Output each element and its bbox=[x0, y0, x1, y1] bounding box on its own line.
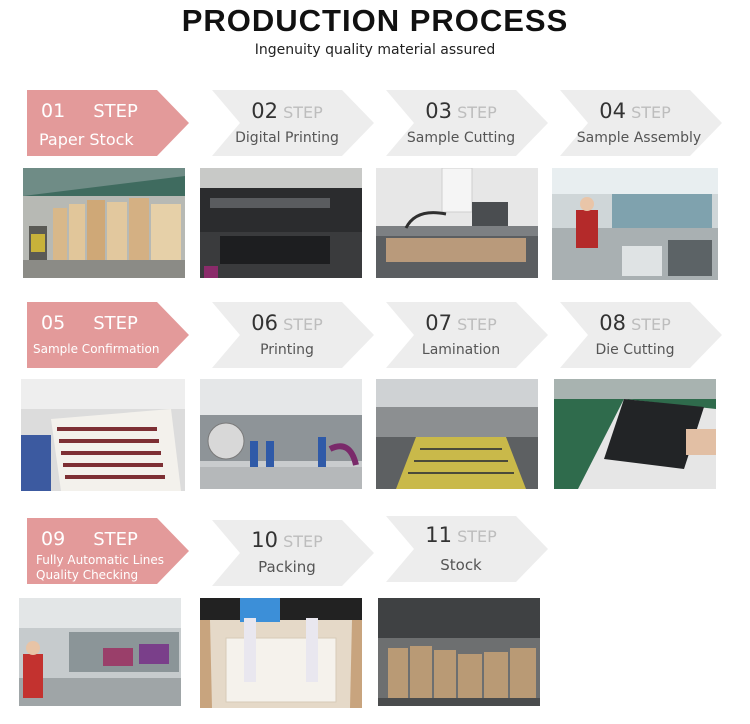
step-label: Paper Stock bbox=[39, 130, 134, 149]
paper-stock-photo bbox=[23, 168, 185, 278]
lamination-photo bbox=[376, 379, 538, 489]
step-label-line2: Quality Checking bbox=[36, 568, 139, 582]
step-number: 11 bbox=[425, 523, 452, 547]
sample-confirmation-photo bbox=[21, 379, 185, 491]
sample-assembly-photo bbox=[552, 168, 718, 280]
step-label: Sample Assembly bbox=[576, 130, 702, 146]
stock-warehouse-photo bbox=[378, 598, 540, 706]
sample-cutter-photo bbox=[376, 168, 538, 278]
step-label: Sample Cutting bbox=[406, 130, 516, 146]
step-label-line1: Fully Automatic Lines bbox=[36, 553, 165, 567]
step-word: STEP bbox=[631, 103, 671, 122]
step-number: 01 bbox=[41, 100, 66, 122]
step-label: Digital Printing bbox=[235, 130, 339, 146]
step-label: Sample Confirmation bbox=[33, 342, 160, 356]
page-title: PRODUCTION PROCESS bbox=[181, 3, 569, 38]
step-label: Fully Automatic Lines Quality Checking bbox=[36, 553, 186, 583]
step-11-arrow: 11 STEP Stock bbox=[386, 516, 548, 582]
step-number: 09 bbox=[41, 528, 66, 550]
step-label: Stock bbox=[440, 556, 482, 574]
step-number: 04 bbox=[599, 99, 626, 123]
step-label: Die Cutting bbox=[595, 342, 675, 358]
step-word: STEP bbox=[631, 315, 671, 334]
digital-printer-photo bbox=[200, 168, 362, 278]
step-label: Lamination bbox=[421, 342, 501, 358]
step-word: STEP bbox=[457, 315, 497, 334]
step-07-arrow: 07 STEP Lamination bbox=[386, 302, 548, 368]
packing-photo bbox=[200, 598, 362, 708]
step-label: Packing bbox=[258, 558, 316, 576]
step-01-arrow: 01 STEP Paper Stock bbox=[27, 90, 189, 156]
printing-press-photo bbox=[200, 379, 362, 489]
step-number: 03 bbox=[425, 99, 452, 123]
step-word: STEP bbox=[93, 313, 138, 334]
step-number: 05 bbox=[41, 312, 66, 334]
step-04-arrow: 04 STEP Sample Assembly bbox=[560, 90, 722, 156]
step-05-arrow: 05 STEP Sample Confirmation bbox=[27, 302, 189, 368]
step-word: STEP bbox=[283, 103, 323, 122]
step-number: 07 bbox=[425, 311, 452, 335]
step-08-arrow: 08 STEP Die Cutting bbox=[560, 302, 722, 368]
step-word: STEP bbox=[457, 103, 497, 122]
step-number: 08 bbox=[599, 311, 626, 335]
step-number: 02 bbox=[251, 99, 278, 123]
step-label: Printing bbox=[260, 342, 314, 358]
step-03-arrow: 03 STEP Sample Cutting bbox=[386, 90, 548, 156]
step-number: 06 bbox=[251, 311, 278, 335]
step-word: STEP bbox=[283, 315, 323, 334]
automatic-lines-photo bbox=[19, 598, 181, 706]
page-subtitle: Ingenuity quality material assured bbox=[254, 42, 496, 58]
step-02-arrow: 02 STEP Digital Printing bbox=[212, 90, 374, 156]
step-09-arrow: 09 STEP Fully Automatic Lines Quality Che… bbox=[27, 518, 189, 584]
step-06-arrow: 06 STEP Printing bbox=[212, 302, 374, 368]
step-10-arrow: 10 STEP Packing bbox=[212, 520, 374, 586]
step-word: STEP bbox=[93, 101, 138, 122]
step-number: 10 bbox=[251, 528, 278, 552]
step-word: STEP bbox=[93, 529, 138, 550]
step-word: STEP bbox=[457, 527, 497, 546]
die-cutting-photo bbox=[554, 379, 716, 489]
step-word: STEP bbox=[283, 532, 323, 551]
